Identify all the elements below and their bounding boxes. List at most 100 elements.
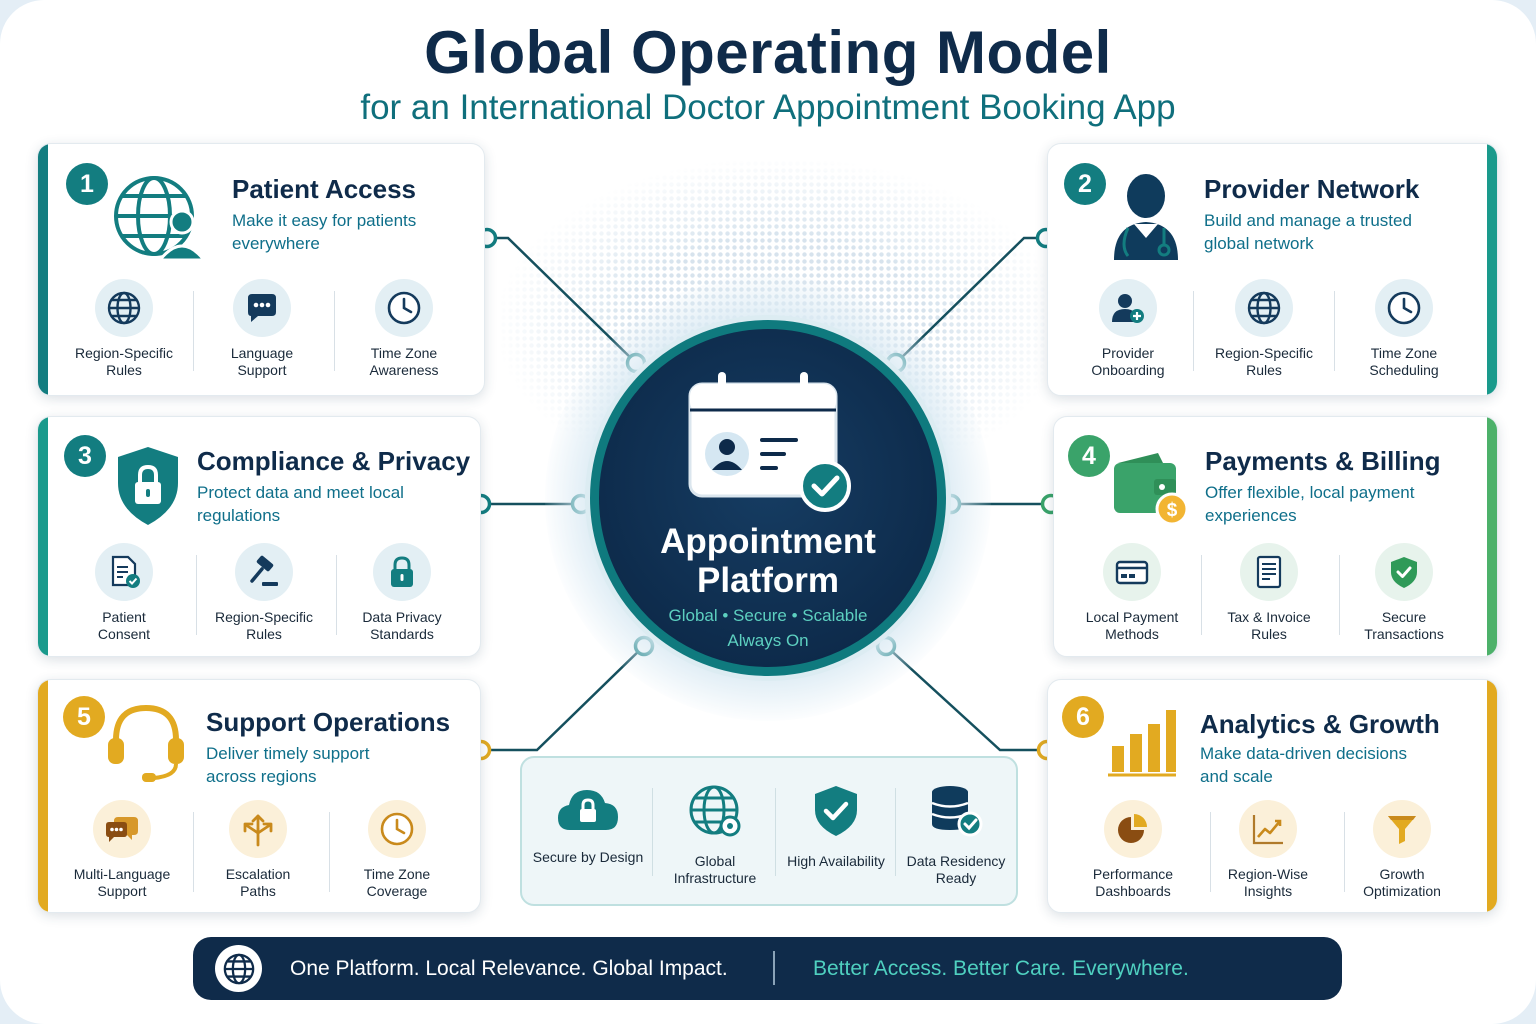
divider <box>193 812 194 892</box>
item-label-line2: Rules <box>1246 362 1282 378</box>
item-label-line2: Dashboards <box>1095 883 1171 899</box>
divider <box>196 555 197 635</box>
item-label-line1: Provider <box>1101 345 1155 361</box>
card-description: Offer flexible, local payment experience… <box>1205 481 1414 527</box>
svg-text:$: $ <box>1167 500 1178 521</box>
divider <box>329 812 330 892</box>
item-label-line1: Performance <box>1092 866 1174 882</box>
globe-user-icon <box>114 176 208 262</box>
card-description: Protect data and meet local regulations <box>197 481 404 527</box>
card-desc-line2: experiences <box>1205 506 1297 525</box>
card-support-operations: 5 Support Operations Deliver timely supp… <box>37 679 481 913</box>
item-label-line2: Rules <box>106 362 142 378</box>
card-desc-line1: Offer flexible, local payment <box>1205 483 1415 502</box>
card-description: Make it easy for patients everywhere <box>232 209 416 255</box>
item-label-line1: Region-Specific <box>74 345 174 361</box>
pillar-secure-by-design: Secure by Design <box>526 784 650 866</box>
invoice-icon <box>1240 543 1298 601</box>
card-title: Patient Access <box>232 174 417 204</box>
wallet-icon: $ <box>1114 453 1189 526</box>
connector-5 <box>481 645 645 752</box>
footer-slogan-1: One Platform. Local Relevance. Global Im… <box>290 957 728 980</box>
item-label-line1: Escalation <box>225 866 291 882</box>
item-label-line1: Region-Specific <box>214 609 314 625</box>
footer-slogan-2: Better Access. Better Care. Everywhere. <box>813 957 1189 980</box>
item-label-line1: Region-Specific <box>1214 345 1314 361</box>
item-label-line2: Awareness <box>369 362 439 378</box>
card-description: Make data-driven decisions and scale <box>1200 742 1407 788</box>
cloud-lock-icon <box>558 790 618 830</box>
divider <box>336 555 337 635</box>
card-title: Analytics & Growth <box>1200 709 1440 739</box>
globe-settings-icon <box>689 785 741 837</box>
chat-bubble-icon <box>93 800 151 858</box>
card-provider-network: 2 Provider Network Build and manage a tr… <box>1047 143 1498 396</box>
hub-tagline-2: Always On <box>727 631 809 650</box>
shield-check-icon <box>1375 543 1433 601</box>
item-label-line1: Time Zone <box>363 866 431 882</box>
connector-6 <box>885 645 1047 752</box>
item-label-line1: Growth <box>1379 866 1425 882</box>
funnel-icon <box>1373 800 1431 858</box>
page-subtitle: for an International Doctor Appointment … <box>360 88 1176 127</box>
item-label-line1: Region-Wise <box>1227 866 1309 882</box>
card-title: Payments & Billing <box>1205 446 1441 476</box>
card-desc-line2: everywhere <box>232 234 320 253</box>
headset-icon <box>108 704 184 782</box>
item-label-line2: Scheduling <box>1369 362 1439 378</box>
card-analytics-growth: 6 Analytics & Growth Make data-driven de… <box>1047 679 1498 913</box>
pillar-label-line2: Ready <box>935 870 977 886</box>
card-number-badge: 1 <box>66 163 108 205</box>
appointment-platform-hub <box>590 320 946 676</box>
pie-chart-icon <box>1104 800 1162 858</box>
item-label-line1: Tax & Invoice <box>1227 609 1311 625</box>
pillar-label-line1: Global <box>694 853 736 869</box>
divider <box>652 788 653 876</box>
pillar-label-line2: Infrastructure <box>673 870 757 886</box>
item-label-line2: Rules <box>246 626 282 642</box>
page-title: Global Operating Model <box>424 19 1112 86</box>
divider <box>1201 555 1202 635</box>
divider <box>1210 812 1211 892</box>
item-label-line2: Onboarding <box>1091 362 1165 378</box>
card-title: Support Operations <box>206 707 451 737</box>
shield-lock-icon <box>118 447 178 525</box>
globe-icon <box>215 945 262 992</box>
item-label-line1: Language <box>230 345 294 361</box>
gavel-icon <box>235 543 293 601</box>
card-stripe <box>1487 680 1497 912</box>
item-label-line2: Standards <box>370 626 434 642</box>
card-description: Deliver timely support across regions <box>206 742 369 788</box>
lock-icon <box>373 543 431 601</box>
divider <box>1339 555 1340 635</box>
card-desc-line1: Deliver timely support <box>206 744 370 763</box>
card-stripe <box>38 144 48 395</box>
card-payments-billing: 4 $ Payments & Billing Offer flexible, l… <box>1053 416 1498 657</box>
hub-title: Appointment Platform <box>590 522 946 600</box>
shield-check-icon <box>815 786 857 836</box>
hub-title-line1: Appointment <box>660 522 876 561</box>
item-label-line2: Transactions <box>1364 626 1444 642</box>
user-add-icon <box>1099 279 1157 337</box>
card-desc-line2: and scale <box>1200 767 1273 786</box>
card-desc-line1: Protect data and meet local <box>197 483 404 502</box>
clock-icon <box>375 279 433 337</box>
item-label-line2: Insights <box>1243 883 1293 899</box>
hub-tagline-1: Global • Secure • Scalable <box>668 606 868 625</box>
